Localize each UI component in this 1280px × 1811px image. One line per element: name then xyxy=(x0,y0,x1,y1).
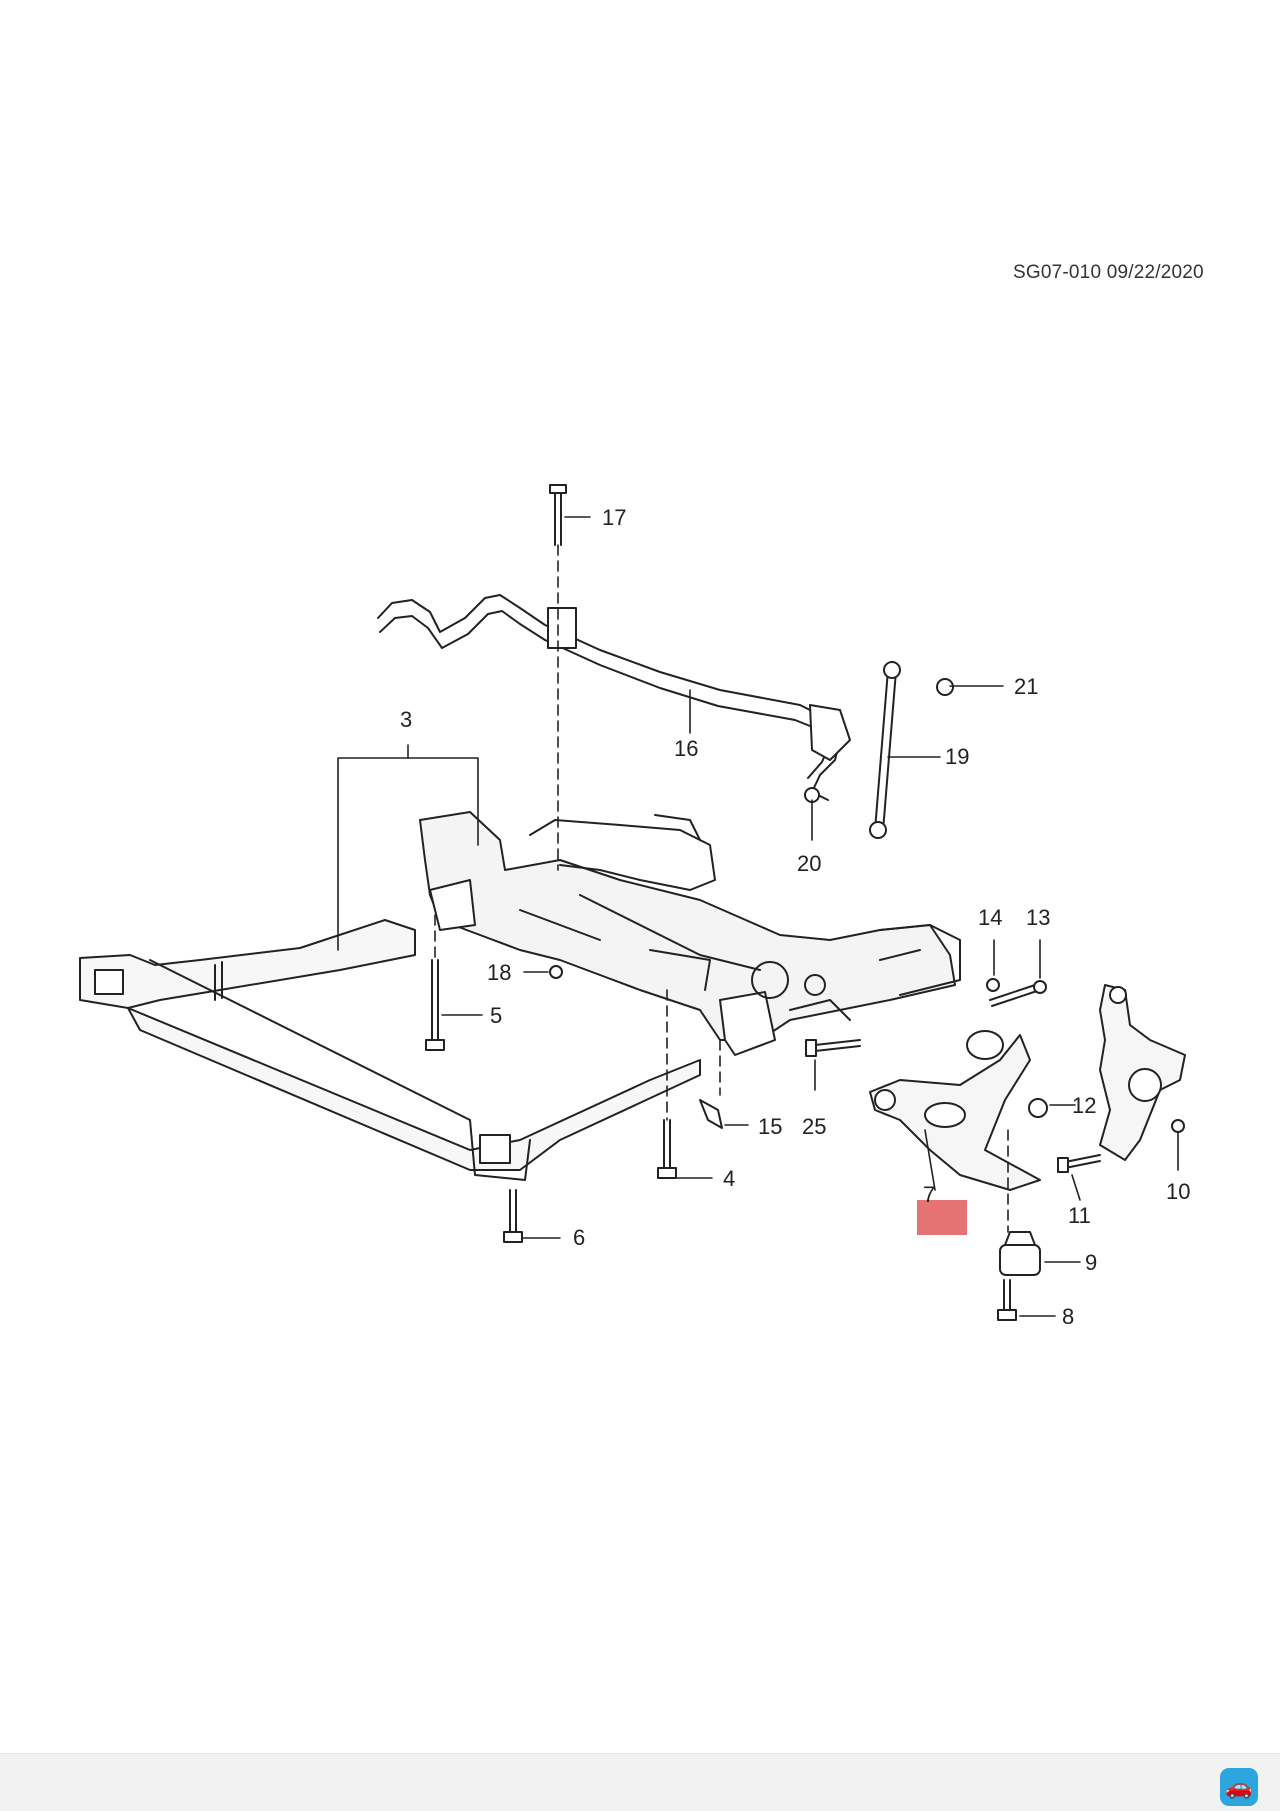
car-service-icon[interactable]: 🚗 xyxy=(1220,1768,1258,1806)
stabilizer-link xyxy=(869,661,901,839)
assembly-lines xyxy=(434,544,1009,1233)
leader-lines xyxy=(337,516,1179,1317)
callout-14: 14 xyxy=(978,905,1002,930)
bolts xyxy=(425,484,1185,1321)
callout-9: 9 xyxy=(1085,1250,1097,1275)
callout-21: 21 xyxy=(1014,674,1038,699)
steering-knuckle xyxy=(1099,984,1186,1161)
callout-labels: 17 3 16 19 21 20 14 13 18 5 15 25 12 4 7… xyxy=(400,505,1190,1329)
callout-4: 4 xyxy=(723,1166,735,1191)
callout-19: 19 xyxy=(945,744,969,769)
callout-12: 12 xyxy=(1072,1093,1096,1118)
callout-6: 6 xyxy=(573,1225,585,1250)
callout-25: 25 xyxy=(802,1114,826,1139)
callout-5: 5 xyxy=(490,1003,502,1028)
lower-control-arm xyxy=(869,1030,1041,1191)
callout-16: 16 xyxy=(674,736,698,761)
highlight-marker xyxy=(917,1200,967,1235)
front-cross-member xyxy=(79,919,701,1181)
callout-11: 11 xyxy=(1068,1203,1091,1228)
callout-3: 3 xyxy=(400,707,412,732)
callout-8: 8 xyxy=(1062,1304,1074,1329)
callout-20: 20 xyxy=(797,851,821,876)
callout-13: 13 xyxy=(1026,905,1050,930)
subframe xyxy=(419,811,961,1056)
callout-18: 18 xyxy=(487,960,511,985)
callout-17: 17 xyxy=(602,505,626,530)
diagram-reference-code: SG07-010 09/22/2020 xyxy=(1013,262,1204,283)
callout-15: 15 xyxy=(758,1114,782,1139)
ball-joint xyxy=(999,1231,1041,1276)
callout-7: 7 xyxy=(923,1182,935,1207)
callout-10: 10 xyxy=(1166,1179,1190,1204)
bottom-bar: 🚗 xyxy=(0,1753,1280,1811)
stabilizer-bar xyxy=(377,594,851,801)
